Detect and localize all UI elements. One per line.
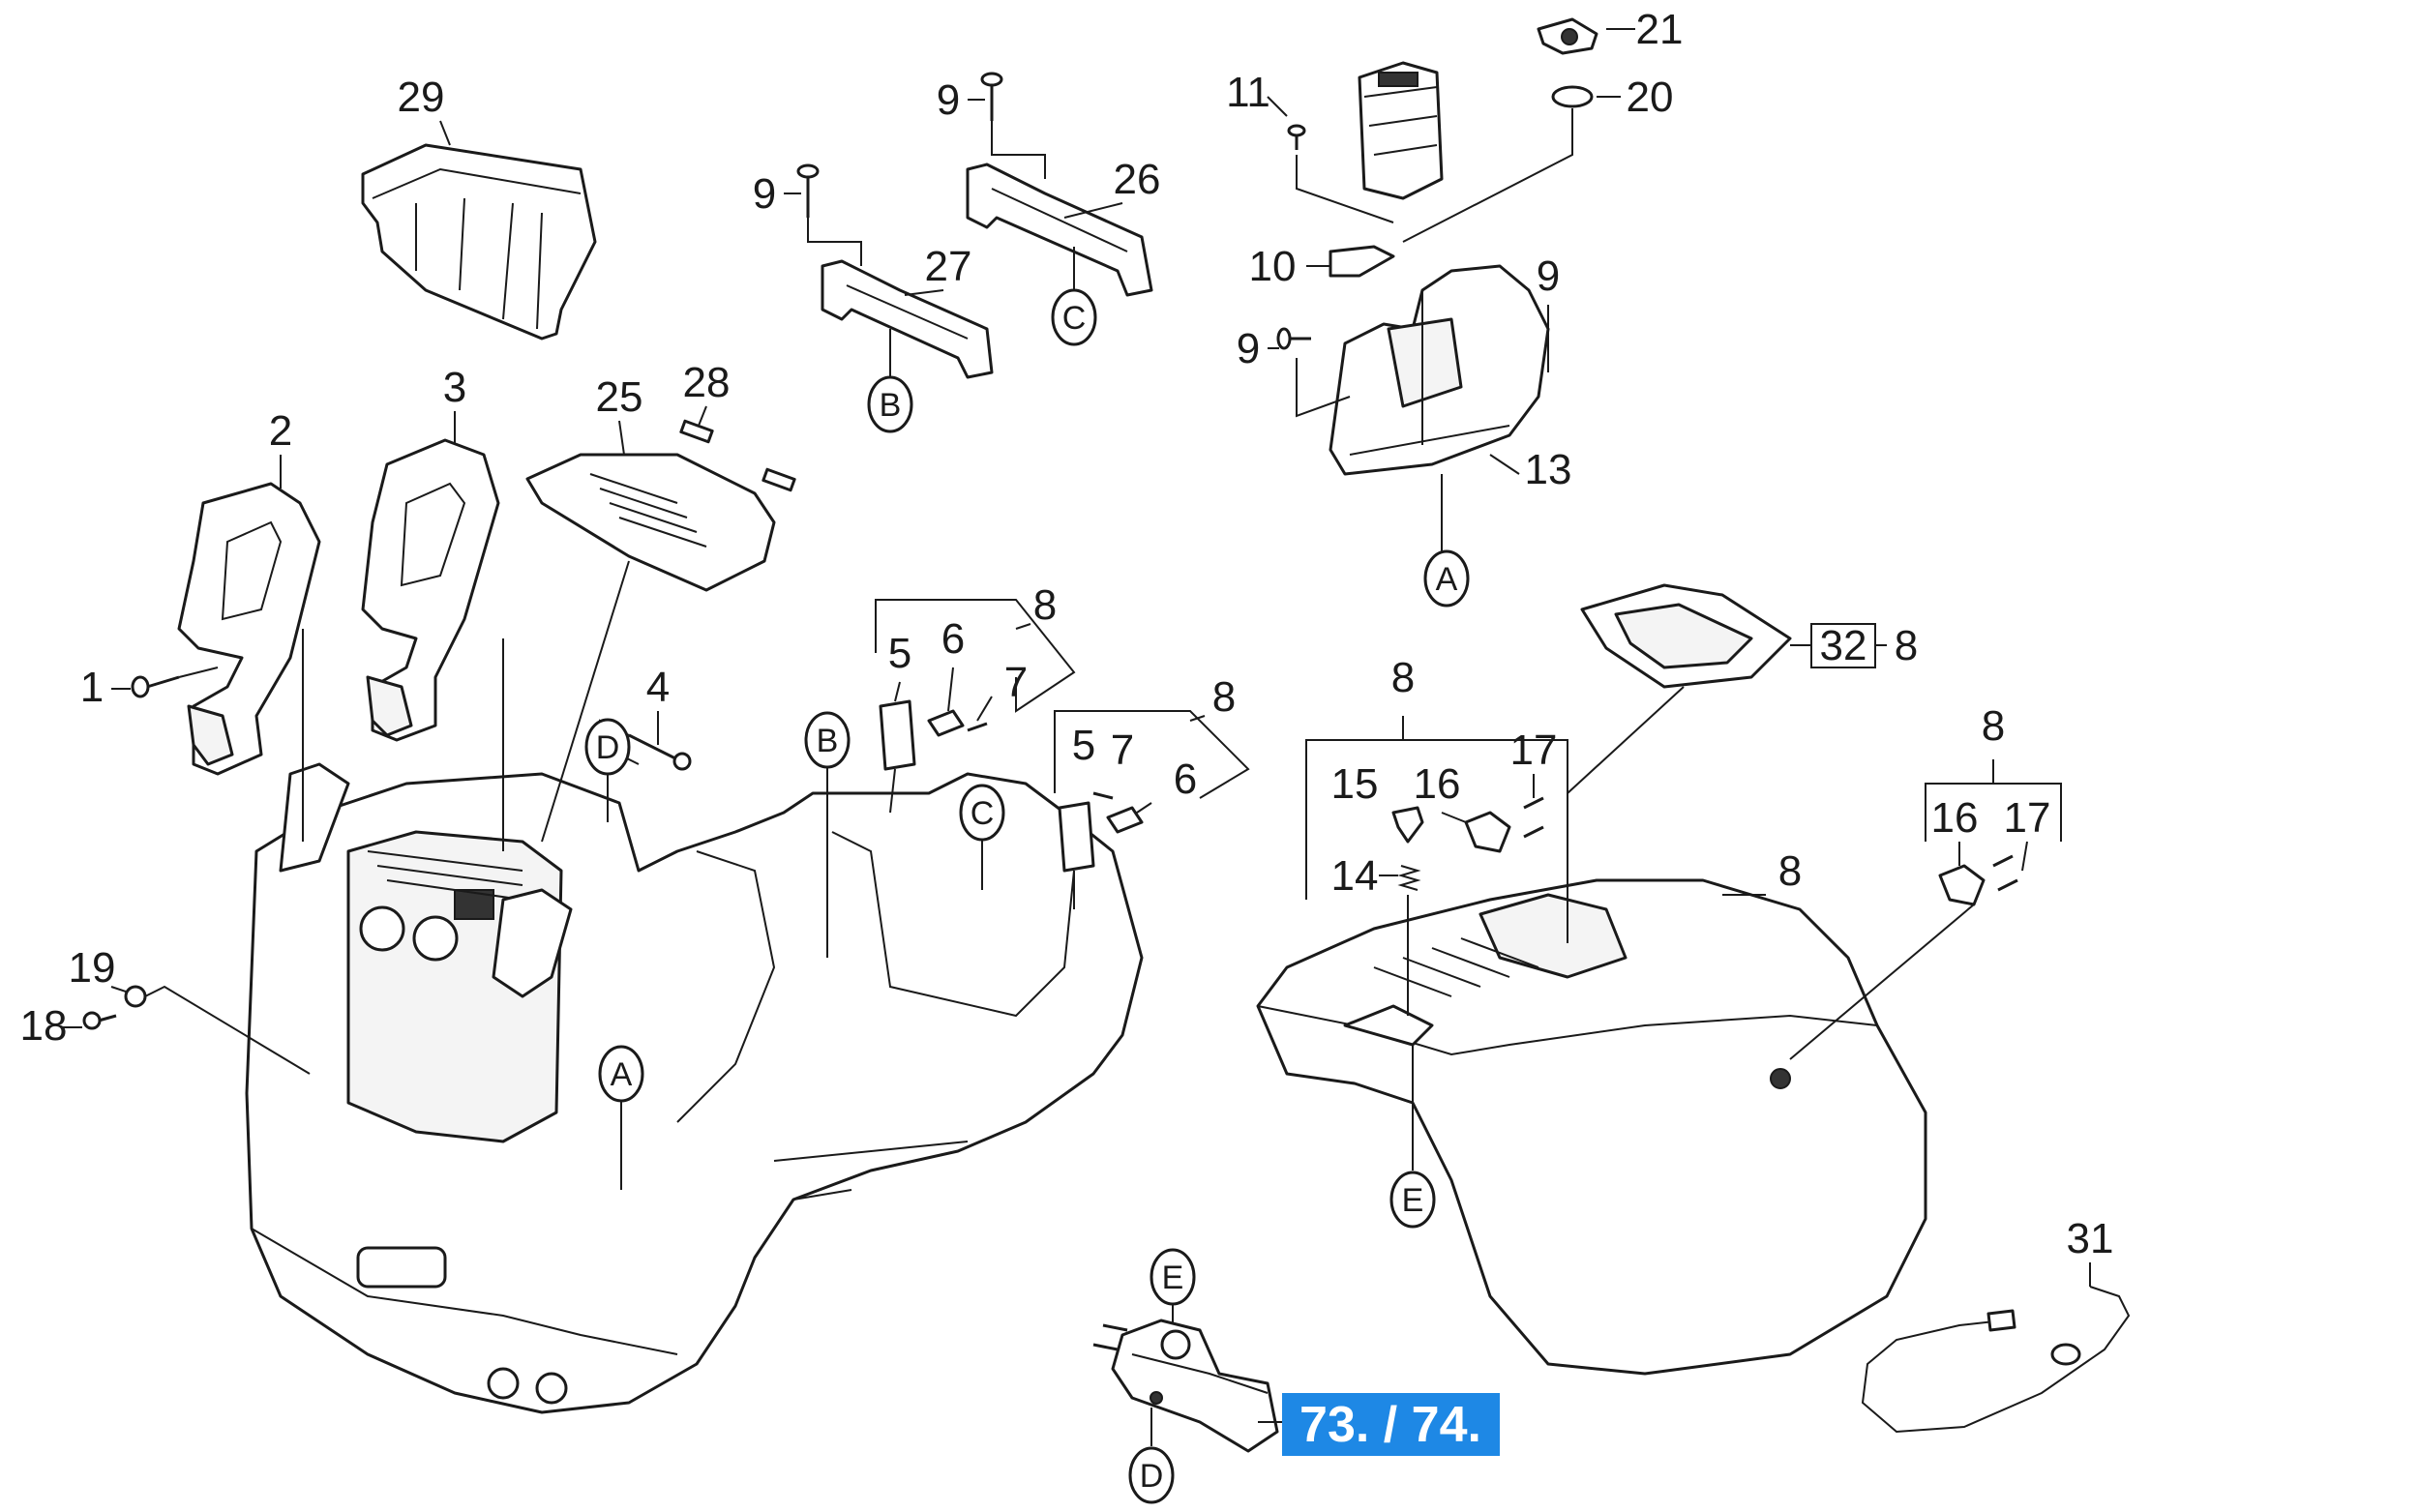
ref-circle-d-base: D (584, 718, 631, 822)
label-31: 31 (2067, 1215, 2114, 1262)
svg-text:A: A (611, 1056, 633, 1093)
label-5-b: 5 (1072, 722, 1095, 769)
label-14: 14 (1331, 852, 1379, 900)
label-13: 13 (1525, 446, 1572, 493)
part-32-gasket (1580, 583, 1792, 689)
part-29-storage-tray (361, 143, 597, 341)
label-4: 4 (646, 664, 670, 711)
part-6-screw-a (927, 709, 965, 737)
svg-text:A: A (1436, 561, 1458, 598)
label-7-b: 7 (1111, 726, 1134, 774)
label-9-d: 9 (1237, 325, 1260, 372)
part-10-clip (1329, 245, 1395, 278)
label-1: 1 (80, 664, 104, 711)
part-17-screw-a (1523, 796, 1544, 839)
label-5-a: 5 (888, 630, 911, 677)
svg-text:B: B (817, 723, 839, 759)
label-18: 18 (20, 1002, 68, 1050)
label-8-d: 8 (1982, 702, 2005, 750)
part-73-74-module (1092, 1319, 1279, 1453)
part-11-screw (1287, 124, 1306, 150)
svg-text:E: E (1162, 1260, 1184, 1296)
label-21: 21 (1636, 6, 1684, 53)
svg-text:C: C (971, 795, 995, 832)
label-25: 25 (596, 373, 643, 421)
label-3: 3 (443, 364, 466, 411)
svg-text:E: E (1402, 1182, 1424, 1219)
label-6-b: 6 (1174, 756, 1197, 803)
part-5-latch-b (1058, 801, 1095, 873)
ref-circle-b-top: B (867, 329, 913, 433)
part-15-screw (1391, 806, 1424, 844)
ref-circle-a-top: A (1423, 549, 1470, 608)
part-26-bracket (966, 163, 1153, 297)
label-26: 26 (1114, 156, 1161, 203)
part-2-handle (177, 482, 321, 776)
label-11: 11 (1226, 69, 1270, 116)
label-16-a: 16 (1414, 760, 1461, 808)
part-25-lid (525, 453, 776, 592)
label-17-b: 17 (2004, 794, 2051, 842)
part-container (1358, 61, 1444, 200)
label-8-e: 8 (1778, 847, 1802, 895)
label-7-a: 7 (1004, 659, 1028, 706)
part-21-cap (1537, 17, 1598, 55)
part-7-screw-a (967, 722, 988, 732)
label-8-f: 8 (1895, 622, 1918, 669)
label-27: 27 (925, 243, 972, 290)
part-13-holder (1329, 264, 1550, 476)
label-15: 15 (1331, 760, 1379, 808)
part-19-washer (124, 985, 147, 1008)
part-9-screws (796, 72, 1311, 350)
label-29: 29 (398, 74, 445, 121)
part-28-screws (679, 419, 796, 492)
ref-circle-e-bottom: E (1150, 1248, 1196, 1330)
part-27-bracket (821, 259, 994, 379)
label-8-c: 8 (1391, 654, 1415, 701)
part-7-screw-b (1092, 791, 1114, 800)
label-16-b: 16 (1931, 794, 1979, 842)
ref-circle-d-bottom: D (1128, 1408, 1175, 1504)
label-32: 32 (1820, 622, 1867, 669)
part-6-screw-b (1106, 806, 1144, 834)
label-8-a: 8 (1033, 581, 1057, 629)
svg-text:D: D (596, 729, 620, 766)
label-6-a: 6 (941, 615, 965, 663)
svg-text:B: B (880, 387, 902, 424)
part-cover-hood (1256, 878, 1927, 1376)
ref-circle-c-top: C (1051, 247, 1097, 346)
label-8-b: 8 (1212, 673, 1236, 721)
ref-circle-c-base: C (959, 784, 1005, 890)
part-14-spring (1397, 865, 1421, 891)
ref-circle-a-base: A (598, 1045, 644, 1190)
part-31-cable (1861, 1286, 2131, 1434)
label-9-c: 9 (1537, 252, 1560, 300)
part-20-ring (1551, 85, 1594, 108)
part-3-handle (361, 438, 500, 742)
label-10: 10 (1249, 243, 1297, 290)
label-19: 19 (69, 944, 116, 992)
part-1-screw (131, 675, 180, 698)
svg-text:73. / 74.: 73. / 74. (1299, 1397, 1481, 1453)
part-5-latch-a (879, 699, 916, 771)
ref-circle-e-cover: E (1389, 1045, 1436, 1229)
part-17-screw-b (1992, 854, 2018, 892)
part-base-body (245, 762, 1144, 1414)
label-9-b: 9 (753, 170, 776, 218)
label-2: 2 (269, 407, 292, 455)
svg-text:D: D (1140, 1458, 1164, 1495)
part-18-screw (82, 1011, 117, 1030)
part-4-screw (628, 733, 692, 771)
part-16-clip-b (1938, 864, 1986, 906)
part-16-clip-a (1464, 811, 1511, 853)
callout-73-74: 73. / 74. (1282, 1393, 1500, 1456)
label-28: 28 (683, 359, 731, 406)
label-20: 20 (1627, 74, 1674, 121)
label-17-a: 17 (1510, 726, 1558, 774)
label-9-a: 9 (937, 76, 960, 124)
svg-text:C: C (1062, 300, 1087, 337)
ref-circle-b-base: B (804, 711, 851, 958)
